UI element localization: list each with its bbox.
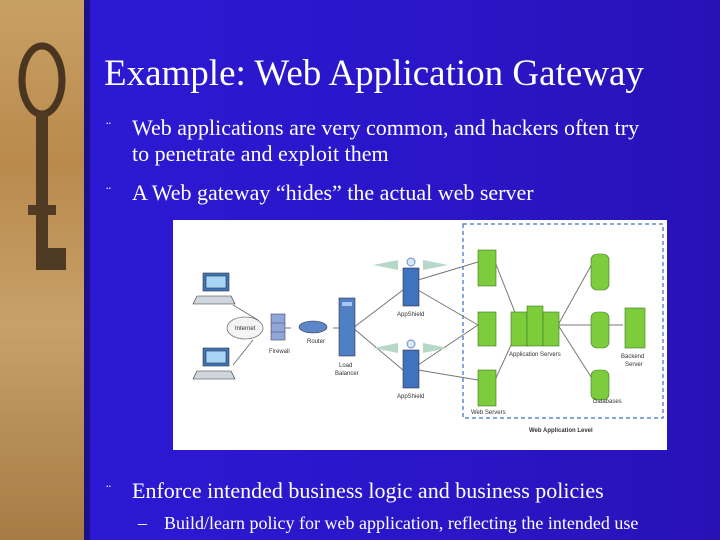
web-gateway-diagram: Internet Firewall Router Load Balancer [173, 220, 667, 450]
client-computer-icon [192, 347, 236, 380]
web-servers-label: Web Servers [471, 410, 506, 416]
bullet-marker: ¨ [106, 120, 111, 136]
traffic-arrows [373, 260, 448, 353]
web-server-icons [477, 249, 497, 407]
appshield-gateway-icon [402, 339, 420, 389]
load-balancer-label: Balancer [335, 371, 359, 377]
backend-server-icon [624, 307, 646, 349]
bullet-text-line: Enforce intended business logic and busi… [132, 478, 604, 503]
load-balancer-icon [338, 297, 356, 357]
slide-title: Example: Web Application Gateway [104, 53, 644, 94]
router-icon [298, 320, 328, 334]
application-server-icons [510, 305, 560, 347]
connection-lines [232, 261, 623, 381]
application-servers-label: Application Servers [509, 352, 561, 358]
firewall-label: Firewall [269, 349, 290, 355]
bullet-gateway-hides: ¨ A Web gateway “hides” the actual web s… [106, 180, 706, 206]
appshield-gateway-icon [402, 257, 420, 307]
appshield-label: AppShield [397, 312, 424, 318]
web-application-level-box [462, 223, 664, 419]
load-balancer-label: Load [339, 363, 352, 369]
internet-cloud-icon [226, 316, 264, 340]
network-diagram-svg: Internet Firewall Router Load Balancer [192, 223, 664, 434]
client-computer-icon [192, 272, 236, 305]
firewall-icon [270, 313, 286, 341]
database-icons [590, 253, 610, 401]
backend-server-label: Server [625, 362, 643, 368]
bullet-text-line: Web applications are very common, and ha… [132, 115, 640, 140]
key-icon [18, 42, 66, 270]
bullet-text-line: to penetrate and exploit them [132, 141, 389, 166]
backend-server-label: Backend [621, 354, 644, 360]
bullet-web-apps: ¨ Web applications are very common, and … [106, 115, 706, 167]
router-label: Router [307, 339, 325, 345]
sub-bullet-marker: – [138, 513, 147, 533]
appshield-label: AppShield [397, 394, 424, 400]
databases-label: Databases [593, 399, 622, 405]
sub-bullet-text: Build/learn policy for web application, … [164, 513, 639, 533]
bullet-marker: ¨ [106, 483, 111, 499]
internet-label: Internet [235, 326, 256, 332]
bullet-enforce-logic: ¨ Enforce intended business logic and bu… [106, 478, 706, 504]
bullet-marker: ¨ [106, 185, 111, 201]
web-application-level-label: Web Application Level [529, 428, 593, 434]
antique-key-image [0, 0, 90, 540]
bullet-text-line: A Web gateway “hides” the actual web ser… [132, 180, 534, 205]
